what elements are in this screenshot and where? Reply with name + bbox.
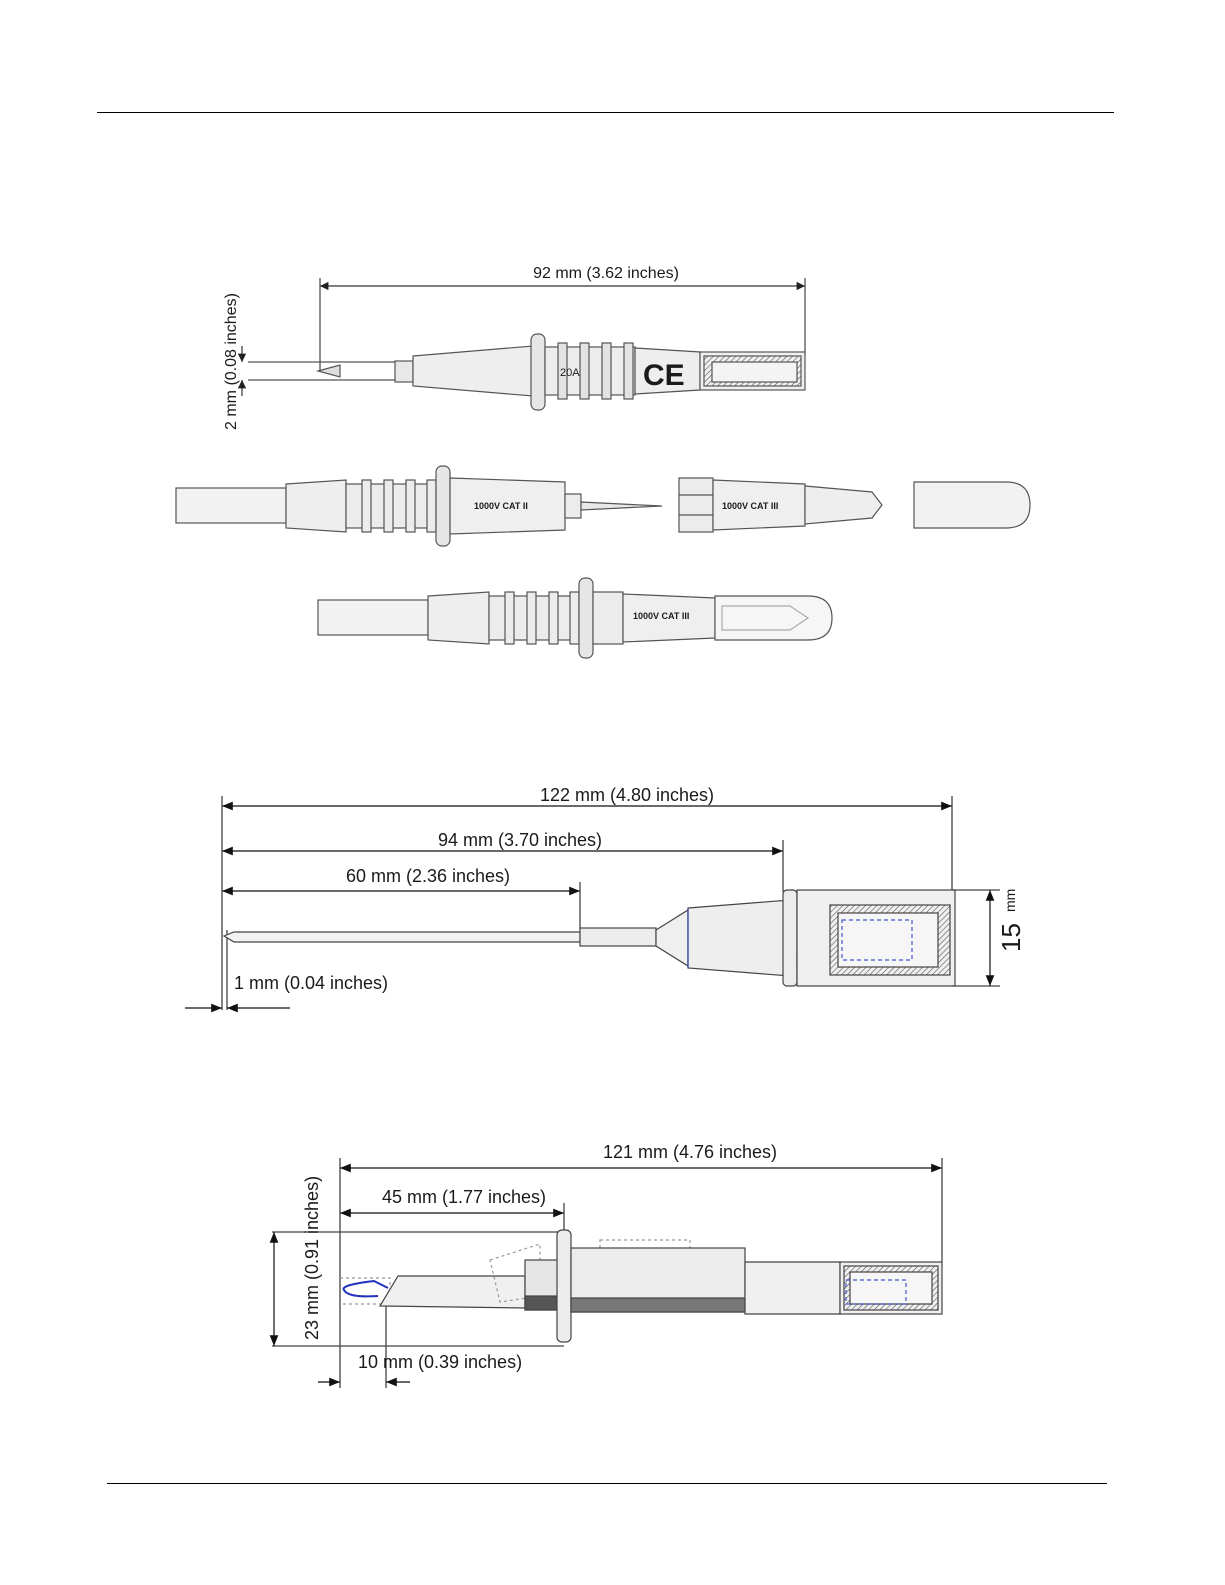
dimension-45mm-label: 45 mm (1.77 inches) bbox=[382, 1187, 546, 1207]
dimension-94mm-label: 94 mm (3.70 inches) bbox=[438, 830, 602, 850]
figure-1-probe bbox=[242, 278, 805, 410]
dimension-92mm-label: 92 mm (3.62 inches) bbox=[533, 265, 679, 282]
height-15-value: 15 bbox=[996, 923, 1026, 952]
dimension-1mm-label: 1 mm (0.04 inches) bbox=[234, 973, 388, 993]
dimension-23mm-label: 23 mm (0.91 inches) bbox=[302, 1176, 322, 1340]
dimension-10mm-label: 10 mm (0.39 inches) bbox=[358, 1352, 522, 1372]
dimension-121mm-label: 121 mm (4.76 inches) bbox=[603, 1142, 777, 1162]
figure-2-cap bbox=[679, 478, 882, 532]
figure-2-probe bbox=[176, 466, 662, 546]
dimension-60mm-label: 60 mm (2.36 inches) bbox=[346, 866, 510, 886]
dimension-122mm-label: 122 mm (4.80 inches) bbox=[540, 785, 714, 805]
cap-rating-label: 1000V CAT III bbox=[722, 501, 778, 511]
height-mm-unit: mm bbox=[1002, 889, 1018, 912]
current-rating-text: 20A bbox=[560, 367, 580, 379]
assembled-rating-label: 1000V CAT III bbox=[633, 611, 689, 621]
figure-2-cover bbox=[914, 482, 1030, 528]
ce-mark: CE bbox=[643, 359, 685, 392]
figure-2-assembled bbox=[318, 578, 832, 658]
probe-rating-label: 1000V CAT II bbox=[474, 501, 528, 511]
dimension-2mm-label: 2 mm (0.08 inches) bbox=[223, 293, 240, 430]
